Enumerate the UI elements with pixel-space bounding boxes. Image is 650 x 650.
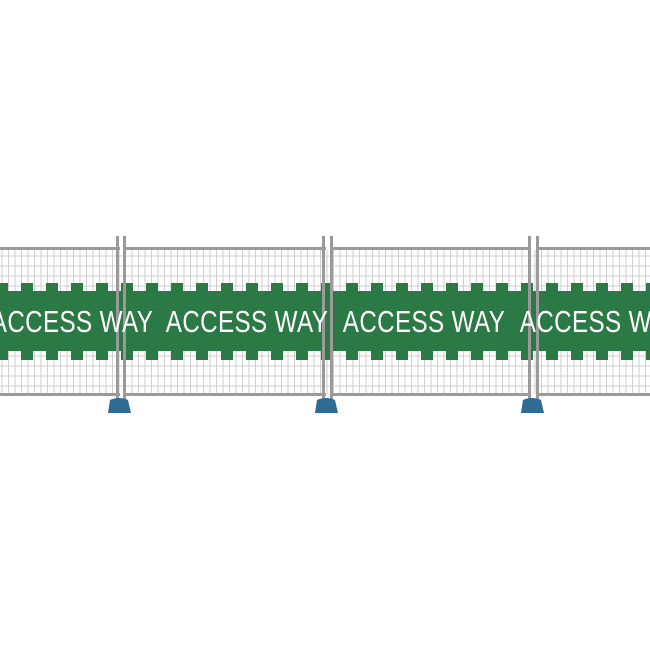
banner-tab bbox=[271, 350, 283, 360]
banner-text: ACCESS WAY bbox=[342, 304, 506, 339]
banner-text: ACCESS WAY bbox=[165, 304, 329, 339]
fence-post bbox=[536, 236, 539, 402]
banner-text: ACCESS WAY bbox=[0, 304, 154, 339]
banner-tab bbox=[596, 350, 608, 360]
top-rail bbox=[538, 247, 650, 250]
banner-tab bbox=[271, 283, 283, 292]
banner-tab bbox=[246, 350, 258, 360]
banner-tab bbox=[446, 350, 458, 360]
fence-foot bbox=[521, 398, 544, 413]
bottom-rail bbox=[332, 393, 531, 396]
banner-tab bbox=[21, 350, 33, 360]
banner-tab bbox=[421, 283, 433, 292]
top-rail bbox=[0, 247, 120, 250]
bottom-rail bbox=[538, 393, 650, 396]
banner-tab bbox=[46, 350, 58, 360]
banner-tab bbox=[546, 350, 558, 360]
banner-tab bbox=[146, 283, 158, 292]
fence-post bbox=[528, 236, 531, 402]
banner-tab bbox=[396, 350, 408, 360]
banner-tab bbox=[171, 350, 183, 360]
banner-tab bbox=[71, 350, 83, 360]
banner-tab bbox=[471, 350, 483, 360]
banner-tab bbox=[571, 350, 583, 360]
banner-tab bbox=[346, 283, 358, 292]
fence-foot bbox=[315, 398, 338, 413]
banner-text: ACCESS WAY bbox=[519, 304, 650, 339]
banner-tab bbox=[21, 283, 33, 292]
banner-tab bbox=[0, 283, 8, 292]
fence-post bbox=[116, 236, 119, 402]
bottom-rail bbox=[126, 393, 326, 396]
banner-tab bbox=[596, 283, 608, 292]
banner-tab bbox=[196, 283, 208, 292]
banner-tab bbox=[521, 350, 533, 360]
banner-tab bbox=[621, 350, 633, 360]
banner-tab bbox=[371, 283, 383, 292]
banner-tab bbox=[46, 283, 58, 292]
banner-tab bbox=[0, 350, 8, 360]
banner-tab bbox=[246, 283, 258, 292]
banner-tab bbox=[496, 350, 508, 360]
banner-tab bbox=[421, 350, 433, 360]
banner-tab bbox=[321, 350, 333, 360]
banner-tab bbox=[521, 283, 533, 292]
banner-tab bbox=[496, 283, 508, 292]
fence-post bbox=[123, 236, 126, 402]
banner-tab bbox=[646, 350, 650, 360]
banner-tab bbox=[571, 283, 583, 292]
banner-tab bbox=[196, 350, 208, 360]
banner-tab bbox=[471, 283, 483, 292]
banner-tab bbox=[121, 350, 133, 360]
banner-tab bbox=[221, 350, 233, 360]
banner-tab bbox=[371, 350, 383, 360]
banner-tab bbox=[96, 283, 108, 292]
banner-tab bbox=[171, 283, 183, 292]
banner-tab bbox=[71, 283, 83, 292]
banner-tab bbox=[346, 350, 358, 360]
fence-foot bbox=[108, 398, 131, 413]
banner-tab bbox=[221, 283, 233, 292]
banner-tab bbox=[296, 350, 308, 360]
banner-tab bbox=[446, 283, 458, 292]
top-rail bbox=[126, 247, 326, 250]
banner-tab bbox=[121, 283, 133, 292]
top-rail bbox=[332, 247, 531, 250]
fence-post bbox=[322, 236, 325, 402]
bottom-rail bbox=[0, 393, 120, 396]
banner-tab bbox=[621, 283, 633, 292]
banner-tab bbox=[546, 283, 558, 292]
banner-tab bbox=[321, 283, 333, 292]
fence-post bbox=[330, 236, 333, 402]
banner-tab bbox=[96, 350, 108, 360]
banner-tab bbox=[146, 350, 158, 360]
banner-tab bbox=[396, 283, 408, 292]
banner-tab bbox=[646, 283, 650, 292]
banner-tab bbox=[296, 283, 308, 292]
